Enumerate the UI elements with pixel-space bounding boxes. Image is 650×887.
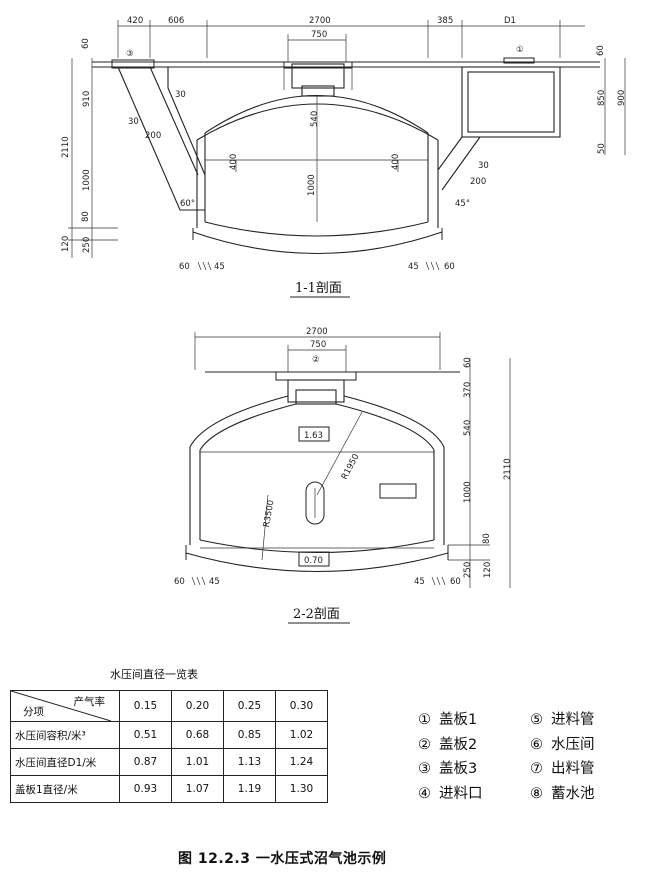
section-2-2: 2700 750 ② 1.63 0.70 R1950 R3500 [174,327,513,624]
table-cell: 0.68 [171,721,224,749]
header-gas-rate: 产气率 [73,696,106,708]
header-item: 分项 [23,706,44,718]
col-header: 0.20 [171,690,224,722]
dim-left-2110: 2110 [61,136,71,158]
dim-420: 420 [127,16,143,26]
table-cell: 1.13 [223,748,276,776]
col-header: 0.25 [223,690,276,722]
dim-1000-inner: 1000 [307,174,317,196]
dim-bottom-45-right: 45 [408,262,419,272]
radius-r1950: R1950 [340,452,362,481]
s2-dim-120: 120 [483,562,493,578]
dim-30c: 30 [478,161,489,171]
dim-bottom-60-right: 60 [444,262,455,272]
dim-606: 606 [168,16,184,26]
table-cell: 0.51 [119,721,172,749]
dim-2700: 2700 [309,16,331,26]
table-cell: 1.24 [275,748,328,776]
dim-bottom-60-left: 60 [179,262,190,272]
s2-dim-bottom-60-right: 60 [450,577,461,587]
dim-right-60: 60 [596,45,606,56]
table-cell: 1.07 [171,775,224,803]
radius-r3500: R3500 [262,499,277,528]
dim-400-left: 400 [229,154,239,170]
dim-left-1000: 1000 [82,169,92,191]
s2-dim-60: 60 [463,357,473,368]
dim-400-right: 400 [391,154,401,170]
marker-1: ① [516,45,524,55]
col-header: 0.30 [275,690,328,722]
section-1-title: 1-1剖面 [295,281,342,296]
table-cell: 0.87 [119,748,172,776]
dim-right-50: 50 [597,143,607,154]
dim-right-850: 850 [597,90,607,106]
s2-dim-1000: 1000 [463,481,473,503]
level-top: 1.63 [304,431,323,441]
angle-60: 60° [180,199,195,209]
dim-385: 385 [437,16,453,26]
s2-dim-540: 540 [463,420,473,436]
angle-45: 45° [455,199,470,209]
table-header-row: 产气率 分项 0.15 0.20 0.25 0.30 [10,690,328,722]
dim-30a: 30 [175,90,186,100]
dim-750: 750 [311,30,327,40]
diameter-table: 产气率 分项 0.15 0.20 0.25 0.30 水压间容积/米³ 0.51… [10,690,328,803]
dim-d1: D1 [504,16,516,26]
dim-right-900: 900 [617,90,627,106]
s2-dim-750: 750 [310,340,326,350]
dim-200a: 200 [145,131,161,141]
s2-dim-250: 250 [463,562,473,578]
table-cell: 0.93 [119,775,172,803]
s2-dim-2700: 2700 [306,327,328,337]
table-row: 水压间容积/米³ 0.51 0.68 0.85 1.02 [10,721,328,749]
s2-dim-2110: 2110 [503,458,513,480]
marker-3: ③ [126,49,134,59]
s2-dim-80: 80 [482,533,492,544]
row-label: 盖板1直径/米 [10,775,120,803]
dim-30b: 30 [128,117,139,127]
dim-left-250: 250 [82,237,92,253]
table-cell: 1.19 [223,775,276,803]
table-row: 水压间直径D1/米 0.87 1.01 1.13 1.24 [10,748,328,776]
dim-left-60: 60 [81,38,91,49]
s2-marker-2: ② [312,355,320,365]
section-2-title: 2-2剖面 [293,607,340,622]
row-label: 水压间直径D1/米 [10,748,120,776]
s2-dim-bottom-60-left: 60 [174,577,185,587]
col-header: 0.15 [119,690,172,722]
s2-dim-370: 370 [463,382,473,398]
level-bottom: 0.70 [304,556,323,566]
table-row: 盖板1直径/米 0.93 1.07 1.19 1.30 [10,775,328,803]
table-cell: 1.02 [275,721,328,749]
table-corner-cell: 产气率 分项 [10,690,120,722]
dim-left-910: 910 [82,91,92,107]
top-dimension-chain: 420 606 2700 385 D1 [117,16,585,58]
table-title: 水压间直径一览表 [110,668,198,681]
dim-540: 540 [310,111,320,127]
row-label: 水压间容积/米³ [10,721,120,749]
table-cell: 0.85 [223,721,276,749]
dim-left-80: 80 [81,211,91,222]
section-1-1: 420 606 2700 385 D1 750 [61,16,627,298]
figure-caption: 图 12.2.3 一水压式沼气池示例 [178,851,387,867]
s2-dim-bottom-45-right: 45 [414,577,425,587]
dim-200b: 200 [470,177,486,187]
table-cell: 1.01 [171,748,224,776]
dim-left-120: 120 [61,236,71,252]
dim-bottom-45-left: 45 [214,262,225,272]
table-cell: 1.30 [275,775,328,803]
s2-dim-bottom-45-left: 45 [209,577,220,587]
